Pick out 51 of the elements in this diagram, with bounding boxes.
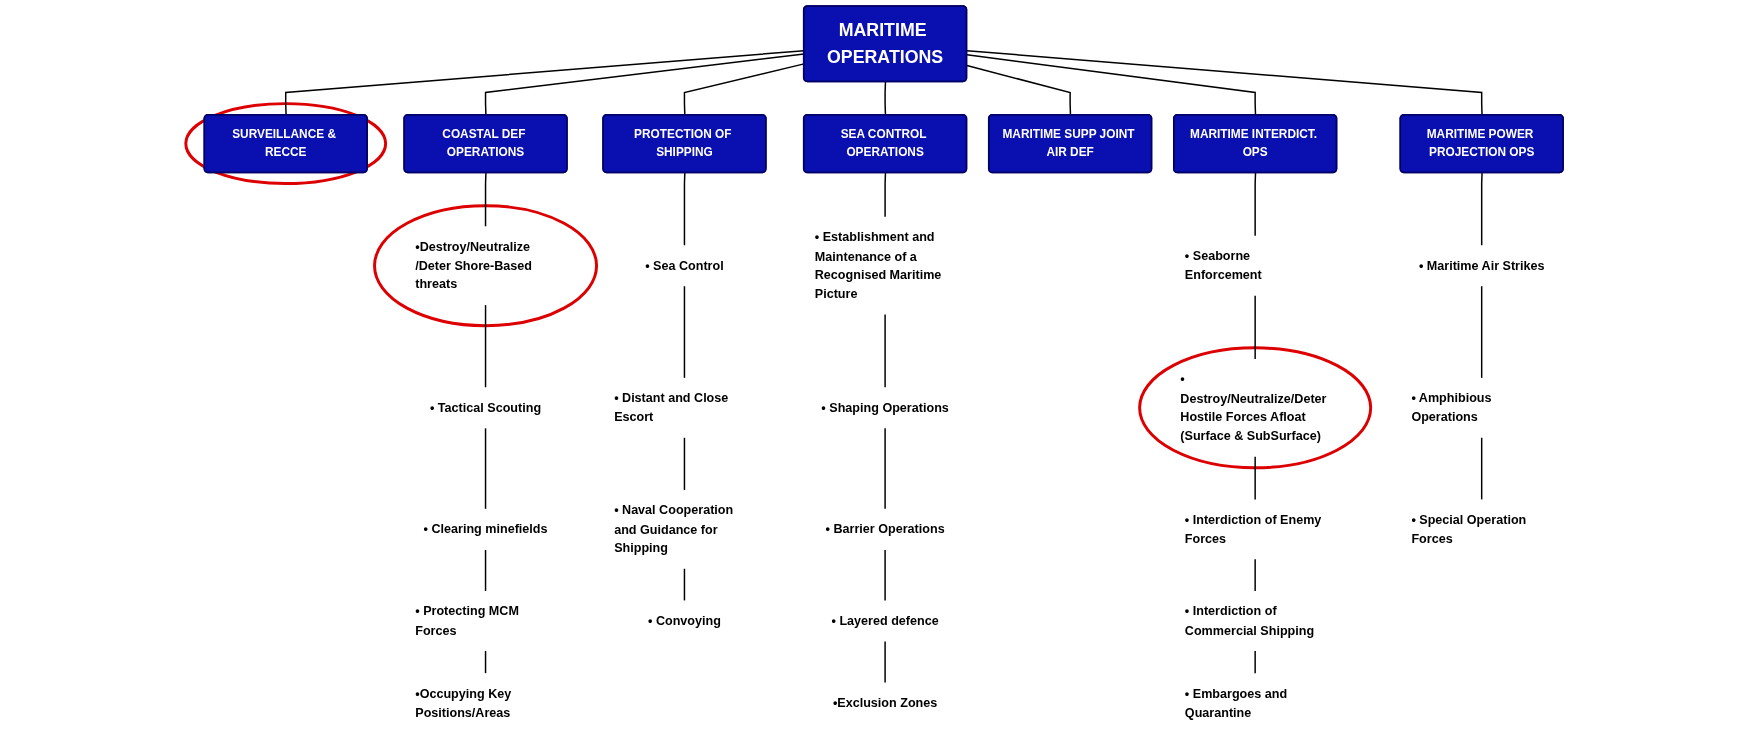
connector: [484, 549, 487, 592]
connector: [966, 54, 1257, 116]
node-text: • Maritime Air Strikes: [1418, 258, 1545, 273]
connector: [1480, 285, 1483, 379]
node-text: •Occupying Key Positions/Areas: [415, 686, 512, 720]
node-text: • Destroy/Neutralize/Deter Hostile Forces Afloat (Surface & SubSurface): [1180, 372, 1327, 443]
node-text: • Naval Cooperation and Guidance for Shipping: [614, 503, 734, 556]
connector: [1254, 650, 1256, 674]
connector: [884, 427, 886, 510]
node-text: • Barrier Operations: [825, 522, 945, 537]
node-text: • Embargoes and Quarantine: [1184, 686, 1288, 720]
connector: [884, 81, 887, 116]
connector: [966, 64, 1072, 116]
node-text: • Tactical Scouting: [429, 400, 542, 415]
node-text: • Special Operation Forces: [1411, 512, 1527, 546]
cluster: [373, 204, 599, 328]
connector: [884, 172, 887, 218]
node-text: • Layered defence: [831, 613, 939, 628]
node-text: • Interdiction of Commercial Shipping: [1184, 604, 1315, 638]
connector: [683, 568, 686, 602]
connector: [1480, 172, 1483, 246]
connector: [484, 427, 487, 510]
node-text: • Seaborne Enforcement: [1184, 249, 1262, 282]
node-text: • Establishment and Maintenance of a Recognised Maritime Picture: [814, 230, 942, 301]
node-text: • Amphibious Operations: [1411, 391, 1492, 425]
node-text: • Shaping Operations: [821, 400, 949, 415]
node-text: •Destroy/Neutralize /Deter Shore-Based threats: [415, 239, 533, 292]
connector: [484, 304, 487, 388]
connector: [884, 313, 886, 388]
connector: [1254, 294, 1256, 360]
connector: [484, 172, 487, 228]
node-text: •Exclusion Zones: [832, 695, 938, 710]
connector: [683, 285, 686, 379]
connector: [1254, 172, 1257, 237]
node-text: • Convoying: [647, 613, 721, 628]
node-text: • Sea Control: [645, 258, 724, 273]
cluster: [184, 102, 388, 186]
connector: [683, 437, 686, 491]
connector: [884, 549, 886, 602]
cluster: [1138, 346, 1373, 470]
connector: [1254, 455, 1256, 501]
node-text: • Distant and Close Escort: [614, 391, 729, 425]
node-text: • Interdiction of Enemy Forces: [1184, 512, 1322, 546]
node-text: • Protecting MCM Forces: [415, 604, 519, 638]
connector: [966, 49, 1483, 116]
connector: [884, 640, 886, 684]
connector: [1254, 558, 1256, 592]
connector: [683, 172, 686, 246]
connector: [1480, 437, 1483, 501]
connector: [484, 650, 487, 674]
node-text: • Clearing minefields: [423, 522, 548, 537]
